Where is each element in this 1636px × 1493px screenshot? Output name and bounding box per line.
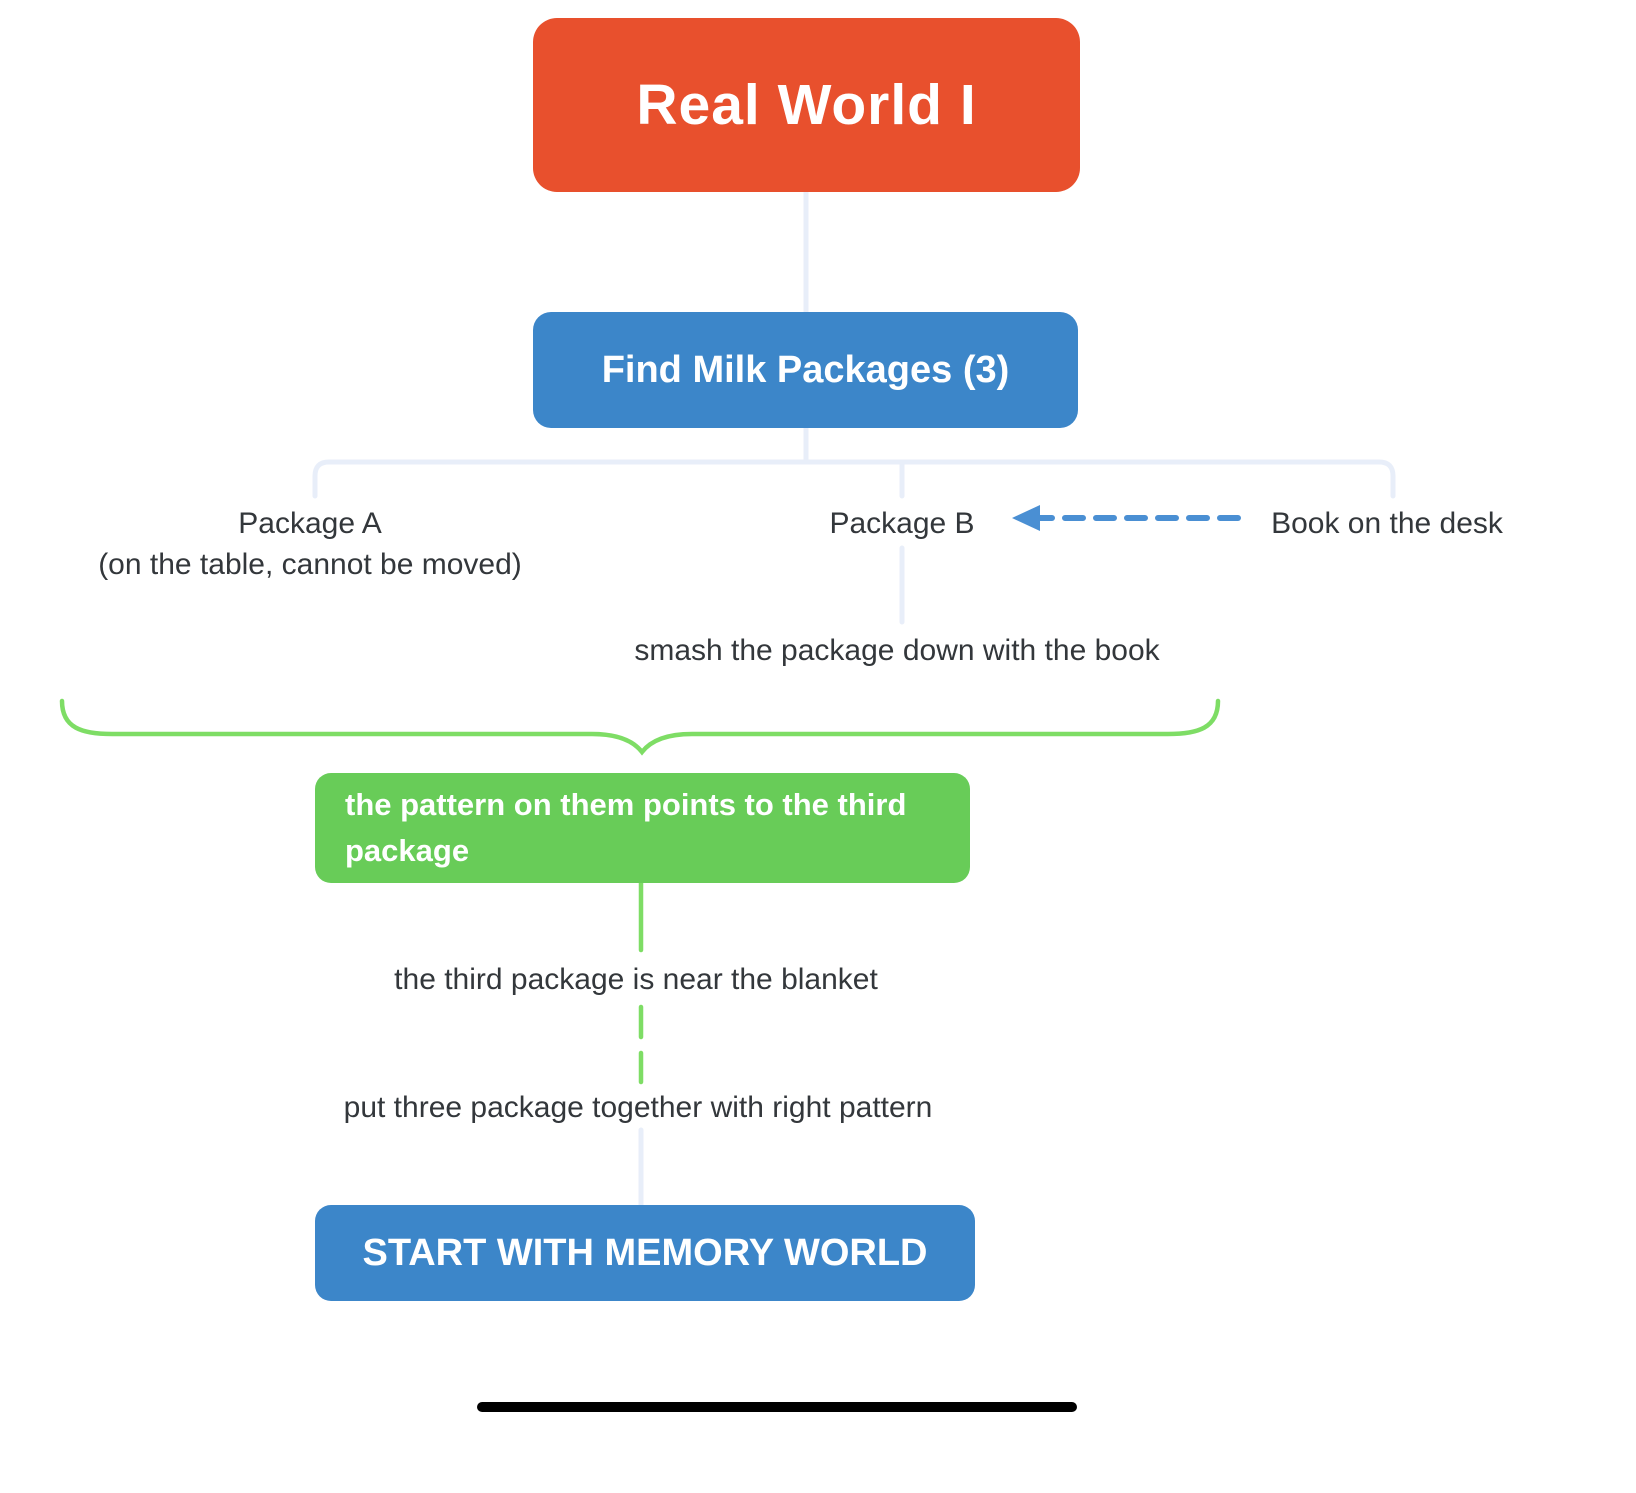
node-package-b[interactable]: Package B <box>829 507 975 540</box>
node-package-a[interactable]: Package A (on the table, cannot be moved… <box>40 503 580 585</box>
node-smash-note[interactable]: smash the package down with the book <box>634 634 1160 667</box>
curly-brace <box>59 698 1221 756</box>
node-blanket-note[interactable]: the third package is near the blanket <box>394 963 878 996</box>
node-label: Package A <box>238 507 382 540</box>
node-find-milk-packages[interactable]: Find Milk Packages (3) <box>533 312 1078 428</box>
node-start-memory-world[interactable]: START WITH MEMORY WORLD <box>315 1205 975 1301</box>
node-book-on-desk[interactable]: Book on the desk <box>1271 507 1503 540</box>
node-assemble-note[interactable]: put three package together with right pa… <box>343 1091 933 1124</box>
home-indicator[interactable] <box>477 1402 1077 1412</box>
node-note: (on the table, cannot be moved) <box>98 548 522 581</box>
node-real-world[interactable]: Real World I <box>533 18 1080 192</box>
connector-branch-tree <box>312 425 1396 499</box>
node-pattern[interactable]: the pattern on them points to the third … <box>315 773 970 883</box>
